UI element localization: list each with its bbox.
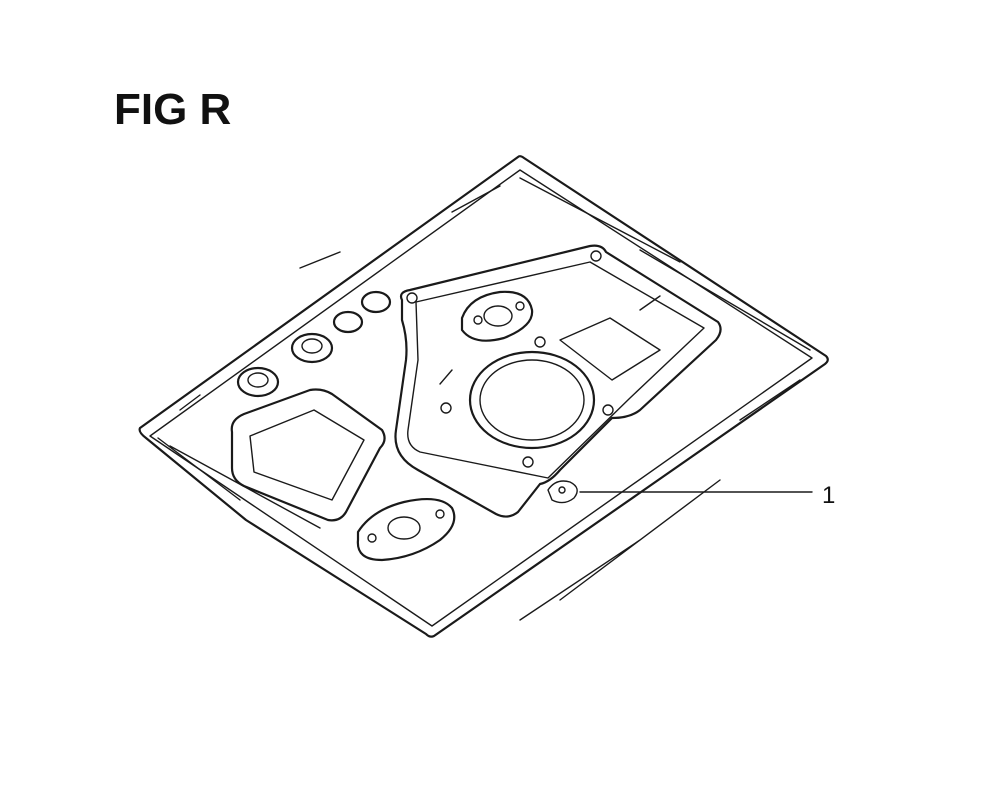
callout-number-1: 1 <box>822 482 836 509</box>
package-bag <box>138 155 829 638</box>
exhaust-flange-gasket <box>356 497 456 562</box>
washer-1 <box>360 290 392 314</box>
washer-set <box>236 290 392 398</box>
cylinder-head-gasket <box>394 244 722 518</box>
valve-cover-gasket <box>230 388 386 522</box>
small-gasket-clip <box>547 480 578 504</box>
figure-title: FIG R <box>114 85 232 134</box>
washer-3 <box>290 332 334 364</box>
washer-2 <box>332 310 364 334</box>
intake-flange-gasket <box>460 290 534 342</box>
washer-4 <box>236 366 280 398</box>
